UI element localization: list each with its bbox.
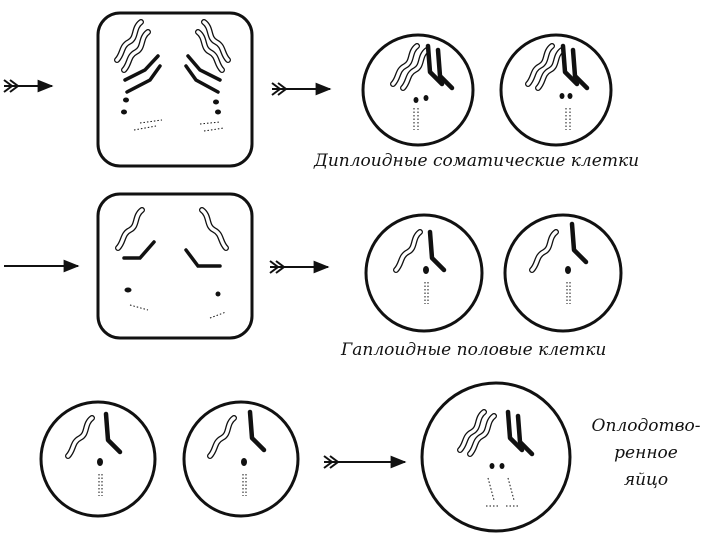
haploid-cell-2: [505, 215, 621, 331]
dividing-cell-diploid: [98, 13, 252, 166]
row-diploid: [4, 13, 611, 166]
caption-fertilized-line-1: Оплодотво-: [582, 413, 710, 440]
fertilized-egg-cell: [422, 383, 570, 531]
gamete-2: [184, 402, 298, 516]
chromosomes-left-group: [117, 22, 162, 130]
caption-haploid-germ: Гаплоидные половые клетки: [341, 340, 606, 360]
chromosomes-haploid-left: [118, 210, 154, 310]
caption-diploid-somatic: Диплоидные соматические клетки: [314, 151, 639, 171]
diploid-cell-1: [363, 35, 473, 145]
diploid-cell-2: [501, 35, 611, 145]
chromosomes-right-group: [186, 22, 228, 131]
arrow-fertilization: [324, 456, 405, 468]
caption-fertilized-line-3: яйцо: [582, 467, 710, 494]
arrow-out-row2: [270, 261, 328, 273]
haploid-cell-1: [366, 215, 482, 331]
arrow-in-row1: [4, 80, 52, 92]
arrow-out-row1: [272, 83, 330, 95]
row-haploid: [4, 194, 621, 338]
caption-fertilized-egg: Оплодотво- ренное яйцо: [582, 413, 710, 494]
row-fertilization: [41, 383, 570, 531]
dividing-cell-haploid: [98, 194, 252, 338]
chromosomes-haploid-right: [186, 210, 226, 318]
caption-fertilized-line-2: ренное: [582, 440, 710, 467]
gamete-1: [41, 402, 155, 516]
